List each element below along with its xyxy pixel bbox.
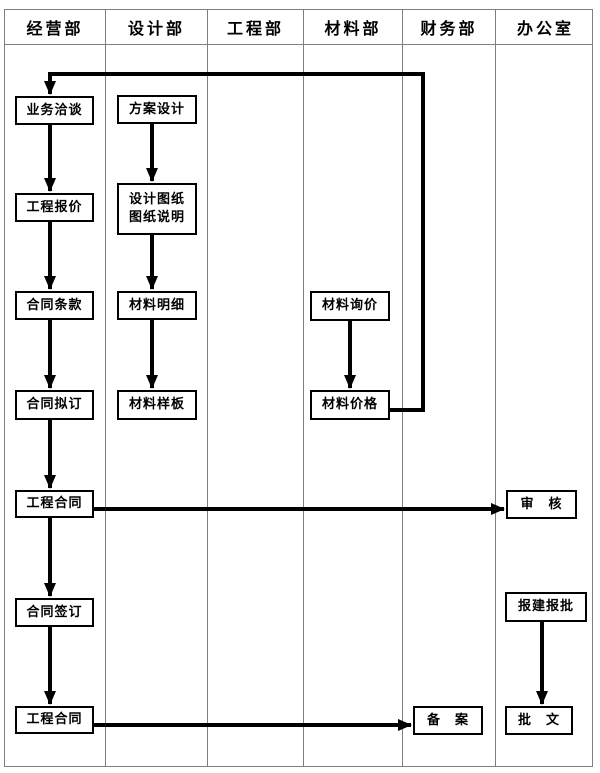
lane-label: 材料部 xyxy=(324,18,382,38)
node-review: 审 核 xyxy=(506,490,577,519)
node-project-contract-review: 工程合同 xyxy=(15,490,94,518)
column-divider xyxy=(105,9,106,767)
node-contract-drafting: 合同拟订 xyxy=(15,390,94,420)
node-material-sample: 材料样板 xyxy=(117,390,197,420)
node-contract-terms: 合同条款 xyxy=(15,291,94,320)
node-design-drawings: 设计图纸 图纸说明 xyxy=(117,183,197,235)
lane-label: 设计部 xyxy=(127,18,185,38)
node-label: 批 文 xyxy=(517,712,560,728)
lane-label: 办公室 xyxy=(516,18,574,38)
node-label: 工程合同 xyxy=(26,496,83,511)
lane-label: 经营部 xyxy=(26,18,84,38)
swimlane-table-frame xyxy=(4,9,593,767)
lane-header-design: 设计部 xyxy=(106,9,207,44)
lane-header-office: 办公室 xyxy=(496,9,595,44)
node-approval-document: 批 文 xyxy=(505,706,573,735)
node-business-negotiation: 业务洽谈 xyxy=(15,96,94,125)
lane-header-business-management: 经营部 xyxy=(5,9,105,44)
node-material-inquiry: 材料询价 xyxy=(310,291,390,321)
lane-label: 工程部 xyxy=(226,18,284,38)
node-label: 审 核 xyxy=(520,496,563,512)
node-material-list: 材料明细 xyxy=(117,291,197,320)
node-label: 业务洽谈 xyxy=(26,102,83,118)
lane-header-finance: 财务部 xyxy=(403,9,495,44)
node-label: 合同签订 xyxy=(26,604,83,620)
node-construction-approval: 报建报批 xyxy=(505,592,587,622)
node-label: 材料询价 xyxy=(321,298,378,313)
lane-label: 财务部 xyxy=(420,18,478,38)
node-label: 报建报批 xyxy=(517,599,574,614)
node-contract-signing: 合同签订 xyxy=(15,598,94,627)
node-label: 工程报价 xyxy=(26,199,83,215)
node-project-quotation: 工程报价 xyxy=(15,193,94,222)
node-label-line1: 设计图纸 xyxy=(128,192,185,207)
column-divider xyxy=(207,9,208,767)
node-label: 材料样板 xyxy=(128,397,185,412)
lane-header-engineering: 工程部 xyxy=(208,9,303,44)
node-label: 合同条款 xyxy=(26,297,83,313)
column-divider xyxy=(495,9,496,767)
header-divider-line xyxy=(4,44,593,45)
arrow-material-price-to-business-negotiation xyxy=(44,72,425,412)
node-label: 材料价格 xyxy=(321,397,378,412)
node-label: 方案设计 xyxy=(128,101,185,117)
lane-header-materials: 材料部 xyxy=(304,9,402,44)
node-material-price: 材料价格 xyxy=(310,390,390,420)
node-label-line2: 图纸说明 xyxy=(128,210,185,225)
column-divider xyxy=(303,9,304,767)
node-scheme-design: 方案设计 xyxy=(117,95,197,124)
node-filing: 备 案 xyxy=(413,706,483,735)
node-project-contract-filing: 工程合同 xyxy=(15,706,94,734)
column-divider xyxy=(402,9,403,767)
node-label: 工程合同 xyxy=(26,712,83,727)
node-label: 材料明细 xyxy=(128,297,185,313)
node-label: 合同拟订 xyxy=(26,397,83,412)
node-label: 备 案 xyxy=(426,712,469,728)
